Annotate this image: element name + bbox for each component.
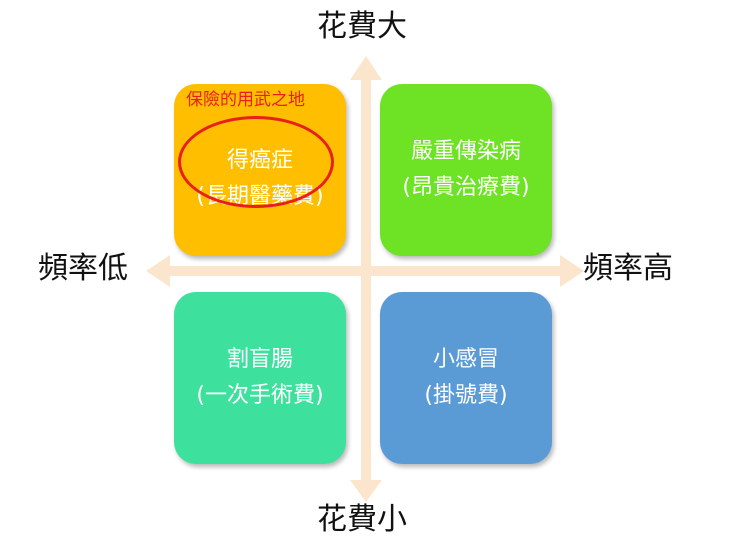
axis-label-low-cost: 花費小 bbox=[317, 502, 407, 537]
horizontal-axis-arrow bbox=[146, 255, 584, 287]
quadrant-bottom-right: 小感冒 (掛號費) bbox=[380, 292, 552, 464]
quadrant-subtitle: (昂貴治療費) bbox=[402, 175, 530, 200]
quadrant-bottom-left: 割盲腸 (一次手術費) bbox=[174, 292, 346, 464]
axis-label-high-cost: 花費大 bbox=[317, 9, 407, 44]
quadrant-title: 割盲腸 bbox=[226, 346, 293, 372]
axis-label-high-frequency: 頻率高 bbox=[583, 251, 673, 286]
quadrant-subtitle: (掛號費) bbox=[424, 383, 508, 408]
highlight-ellipse bbox=[178, 116, 334, 208]
quadrant-title: 嚴重傳染病 bbox=[410, 138, 521, 164]
axis-label-low-frequency: 頻率低 bbox=[38, 251, 128, 286]
quadrant-title: 小感冒 bbox=[432, 346, 499, 372]
quadrant-subtitle: (一次手術費) bbox=[196, 383, 324, 408]
quadrant-top-right: 嚴重傳染病 (昂貴治療費) bbox=[380, 84, 552, 256]
insurance-highlight-label: 保險的用武之地 bbox=[186, 90, 305, 110]
vertical-axis-arrow bbox=[350, 56, 382, 502]
